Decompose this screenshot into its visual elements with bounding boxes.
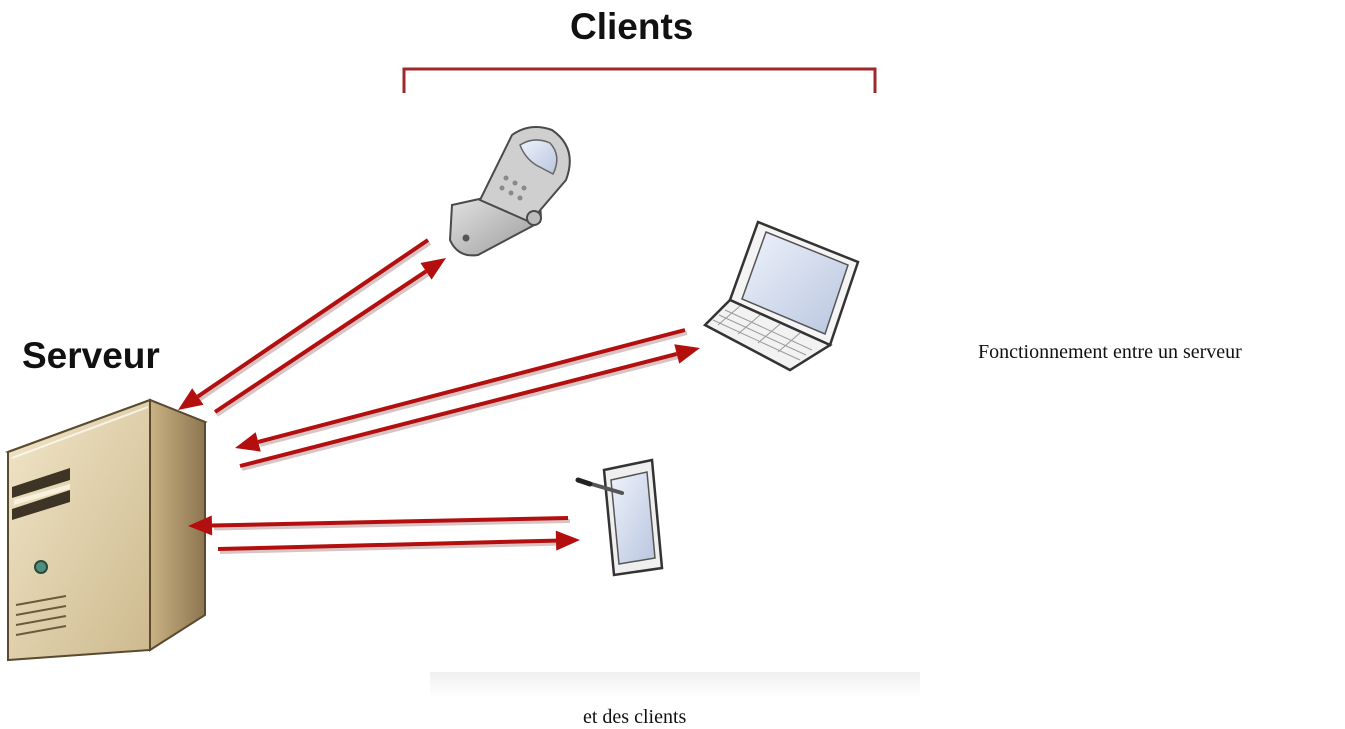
arrow-laptop-to-server [235,328,688,452]
connection-arrows [178,238,700,554]
arrow-server-to-phone [213,258,446,417]
clients-label: Clients [570,6,694,47]
server-label: Serveur [22,335,160,376]
arrow-tablet-to-server [188,515,571,536]
caption-line-1: Fonctionnement entre un serveur [978,341,1242,363]
laptop-icon [702,220,860,372]
server-tower-icon [5,398,208,662]
arrow-server-to-laptop [239,344,700,471]
caption-line-2: et des clients [583,706,687,728]
tablet-stylus-icon [575,458,664,577]
floor-shadow [430,672,920,698]
flip-phone-icon [448,125,571,257]
arrow-server-to-tablet [217,530,580,554]
clients-bracket [402,67,877,93]
arrow-phone-to-server [178,238,432,410]
